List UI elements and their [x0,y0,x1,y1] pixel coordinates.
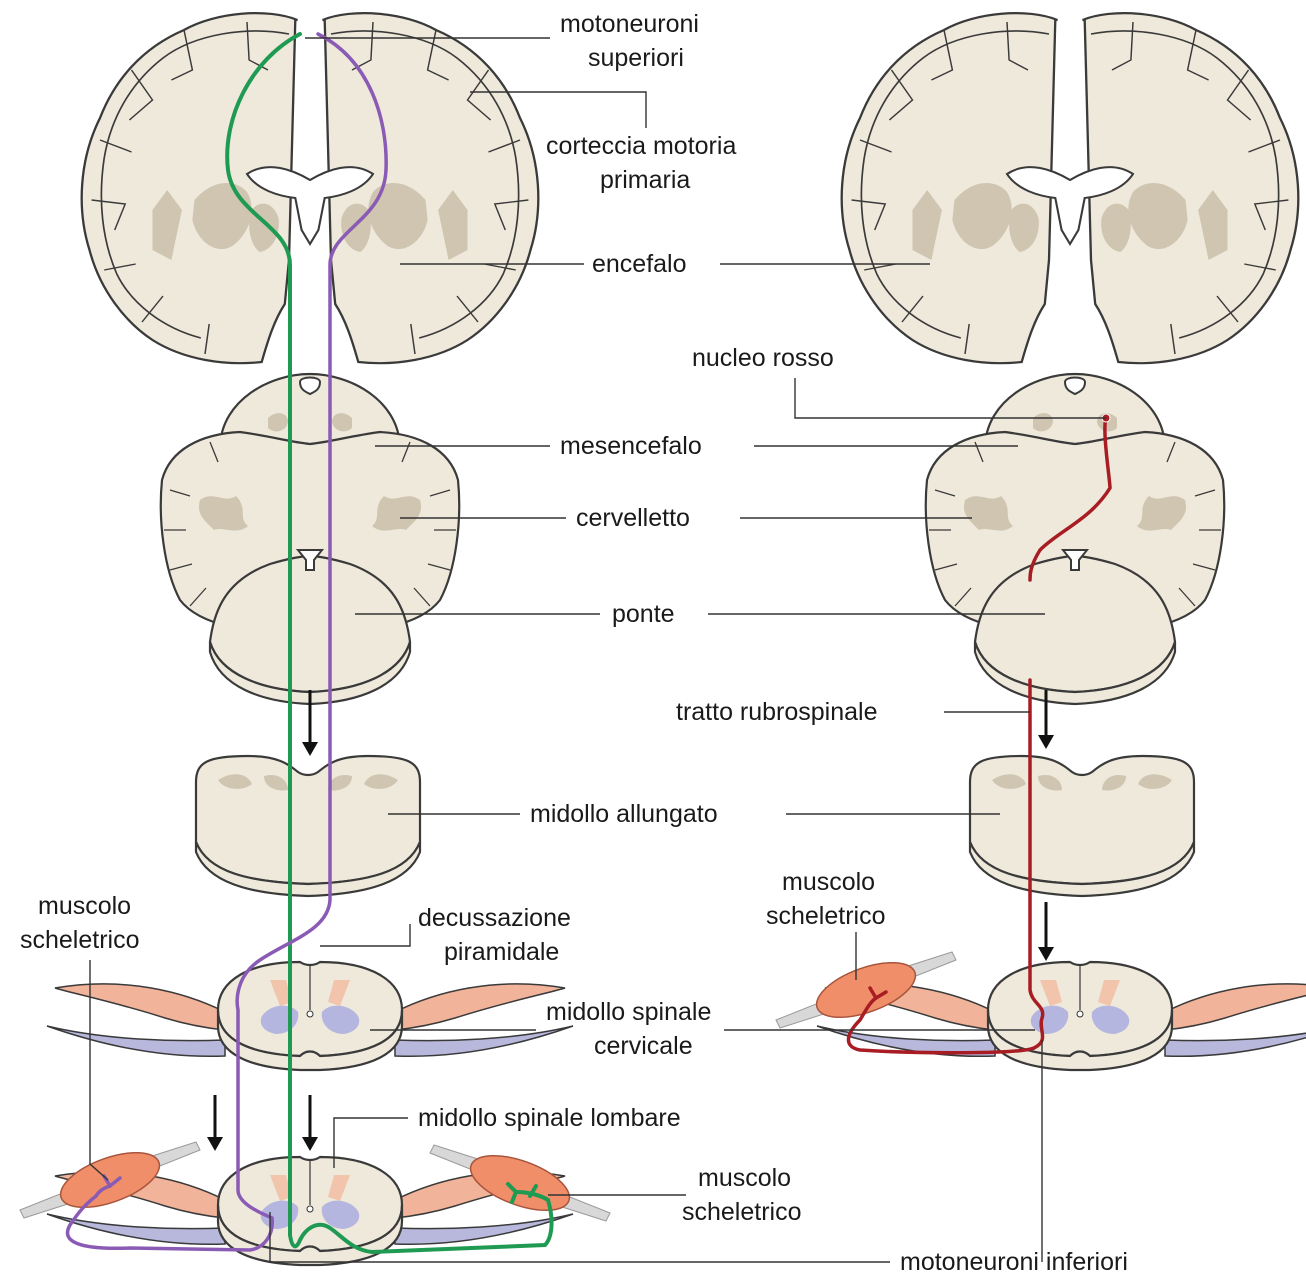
label-muscolo-lombare-1: muscolo [698,1164,791,1192]
label-tratto-rubrospinale: tratto rubrospinale [676,698,878,726]
label-motoneuroni-superiori-1: motoneuroni [560,10,699,38]
label-nucleo-rosso: nucleo rosso [692,344,834,372]
right-cervical-cord [988,962,1172,1070]
label-muscolo-left-1: muscolo [38,892,131,920]
label-ponte: ponte [612,600,675,628]
label-corteccia-2: primaria [600,166,690,194]
label-decussazione-1: decussazione [418,904,571,932]
label-cervelletto: cervelletto [576,504,690,532]
label-corteccia-1: corteccia motoria [546,132,736,160]
label-midollo-allungato: midollo allungato [530,800,718,828]
left-pons-cerebellum [161,432,459,704]
label-muscolo-lombare-2: scheletrico [682,1198,802,1226]
label-motoneuroni-inferiori: motoneuroni inferiori [900,1248,1128,1276]
right-pons-cerebellum [926,432,1224,704]
down-arrows [207,690,1054,1151]
label-motoneuroni-superiori-2: superiori [588,44,684,72]
right-brain [842,13,1299,363]
label-encefalo: encefalo [592,250,687,278]
label-midollo-lombare: midollo spinale lombare [418,1104,681,1132]
left-brain [82,13,539,363]
label-muscolo-right-2: scheletrico [766,902,886,930]
right-medulla [970,756,1194,896]
label-midollo-cervicale-1: midollo spinale [546,998,711,1026]
label-mesencefalo: mesencefalo [560,432,702,460]
label-muscolo-right-1: muscolo [782,868,875,896]
label-muscolo-left-2: scheletrico [20,926,140,954]
label-midollo-cervicale-2: cervicale [594,1032,693,1060]
left-medulla [196,756,420,896]
label-decussazione-2: piramidale [444,938,559,966]
left-cervical-cord [218,962,402,1070]
